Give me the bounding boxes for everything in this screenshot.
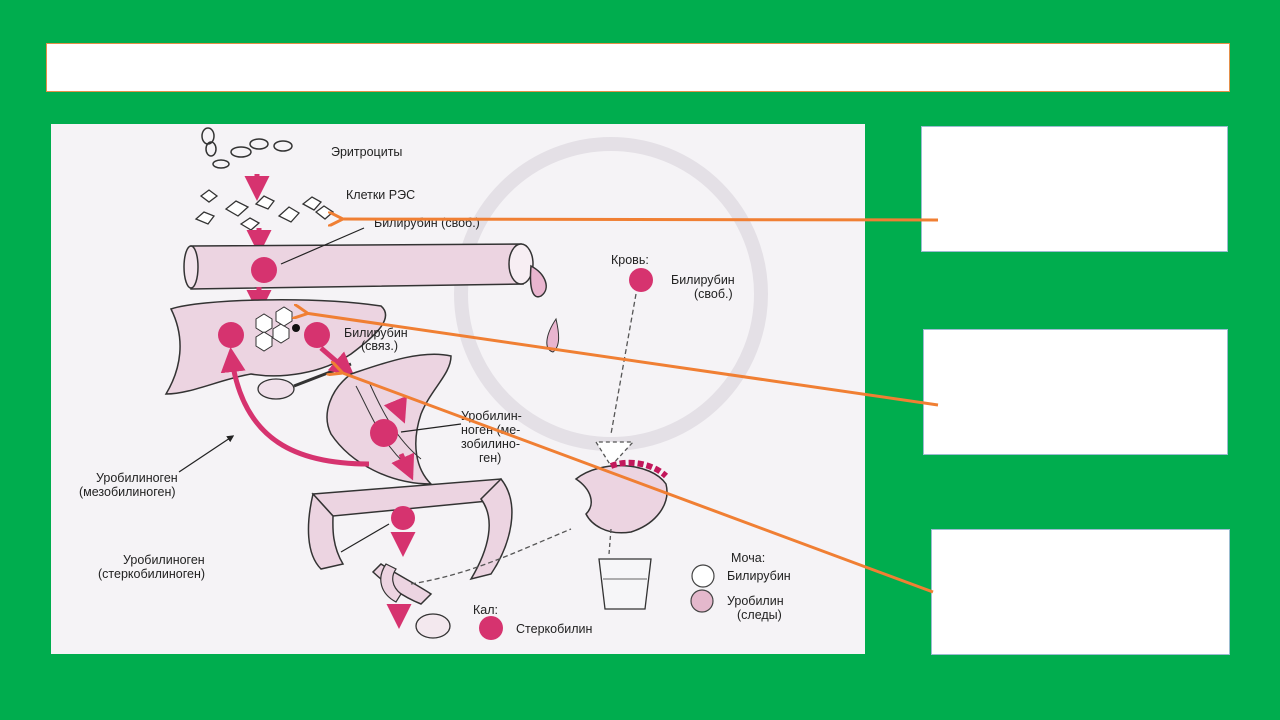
label-blood-bilirubin: Билирубин [671, 273, 735, 287]
feces-icon [415, 613, 451, 639]
label-urine-bilirubin: Билирубин [727, 569, 791, 583]
dot-intestine-urobilinogen [370, 419, 398, 447]
label-bilirubin-free: Билирубин (своб.) [374, 216, 480, 230]
dot-liver-urobilinogen [218, 322, 244, 348]
label-urine: Моча: [731, 551, 765, 565]
urine-cup-icon [598, 558, 652, 610]
large-intestine [307, 477, 513, 605]
dot-colon-urobilinogen [391, 506, 415, 530]
label-blood: Кровь: [611, 253, 649, 267]
bilirubin-metabolism-diagram: Эритроциты Клетки РЭС Билирубин (своб.) [51, 124, 865, 654]
answer-box-3[interactable] [931, 529, 1230, 655]
res-cells-icon [194, 189, 335, 231]
label-bilirubin-bound-1: Билирубин [344, 326, 408, 340]
title-box[interactable] [46, 43, 1230, 92]
kidney-icon [574, 459, 669, 534]
label-urobilinogen-intestine-4: ген) [479, 451, 501, 465]
dot-bilirubin-blood [251, 257, 277, 283]
label-urobilinogen-sterco-1: Уробилиноген [123, 553, 205, 567]
dot-urine-bilirubin [691, 564, 715, 588]
erythrocytes-icon [201, 127, 293, 169]
dot-blood-bilirubin [629, 268, 653, 292]
answer-box-2[interactable] [923, 329, 1228, 455]
gallbladder [257, 378, 295, 400]
dot-stercobilin [479, 616, 503, 640]
hepatocytes-icon [255, 306, 293, 352]
answer-box-1[interactable] [921, 126, 1228, 252]
label-urine-urobilin-1: Уробилин [727, 594, 784, 608]
label-urobilinogen-intestine-3: зобилино- [461, 437, 520, 451]
label-urobilinogen-meso-2: (мезобилиноген) [79, 485, 176, 499]
label-urobilinogen-intestine-2: ноген (ме- [461, 423, 520, 437]
blood-drop [546, 317, 560, 353]
dot-urine-urobilin [690, 589, 714, 613]
label-stercobilin: Стеркобилин [516, 622, 592, 636]
label-feces: Кал: [473, 603, 498, 617]
label-urine-urobilin-2: (следы) [737, 608, 782, 622]
blood-vessel [183, 243, 547, 298]
label-urobilinogen-sterco-2: (стеркобилиноген) [98, 567, 205, 581]
label-urobilinogen-intestine-1: Уробилин- [461, 409, 522, 423]
label-bilirubin-bound-2: (связ.) [361, 339, 398, 353]
label-blood-bilirubin-free: (своб.) [694, 287, 733, 301]
label-erythrocytes: Эритроциты [331, 145, 402, 159]
label-urobilinogen-meso-1: Уробилиноген [96, 471, 178, 485]
label-res-cells: Клетки РЭС [346, 188, 415, 202]
dot-bilirubin-bound [304, 322, 330, 348]
